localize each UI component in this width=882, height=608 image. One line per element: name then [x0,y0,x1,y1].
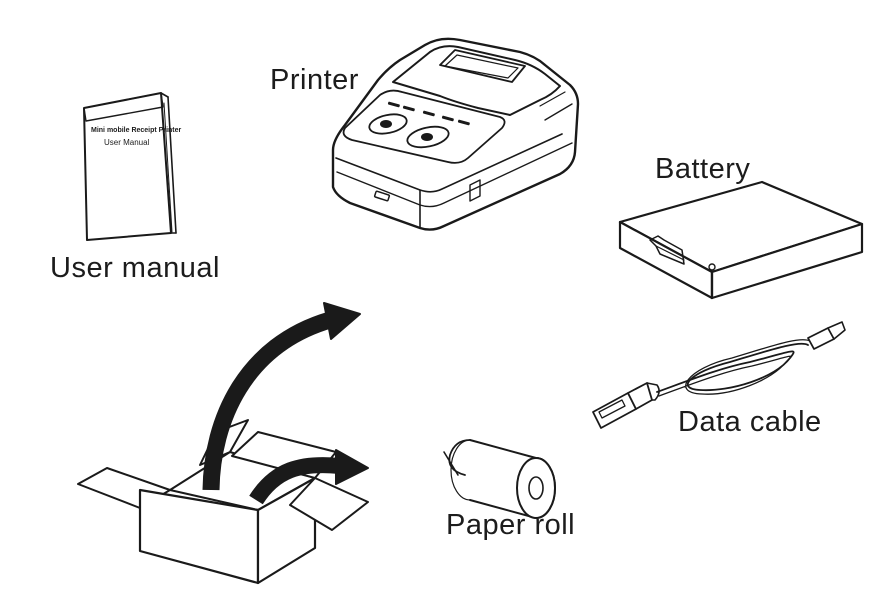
data-cable-label: Data cable [678,406,822,438]
paper-roll-icon [443,439,556,519]
manual-cover-subtitle: User Manual [104,138,150,147]
printer-label: Printer [270,64,359,96]
unpack-arrow-to-top-icon [202,302,361,491]
data-cable-icon [592,321,846,429]
printer-icon [331,37,580,231]
user-manual-icon [83,92,177,241]
paper-roll-label: Paper roll [446,509,576,541]
unpack-arrow-to-right-icon [249,449,369,505]
user-manual-label: User manual [50,252,220,284]
battery-label: Battery [655,153,751,185]
manual-cover-title: Mini mobile Receipt Printer [91,127,182,134]
battery-icon [618,180,864,300]
